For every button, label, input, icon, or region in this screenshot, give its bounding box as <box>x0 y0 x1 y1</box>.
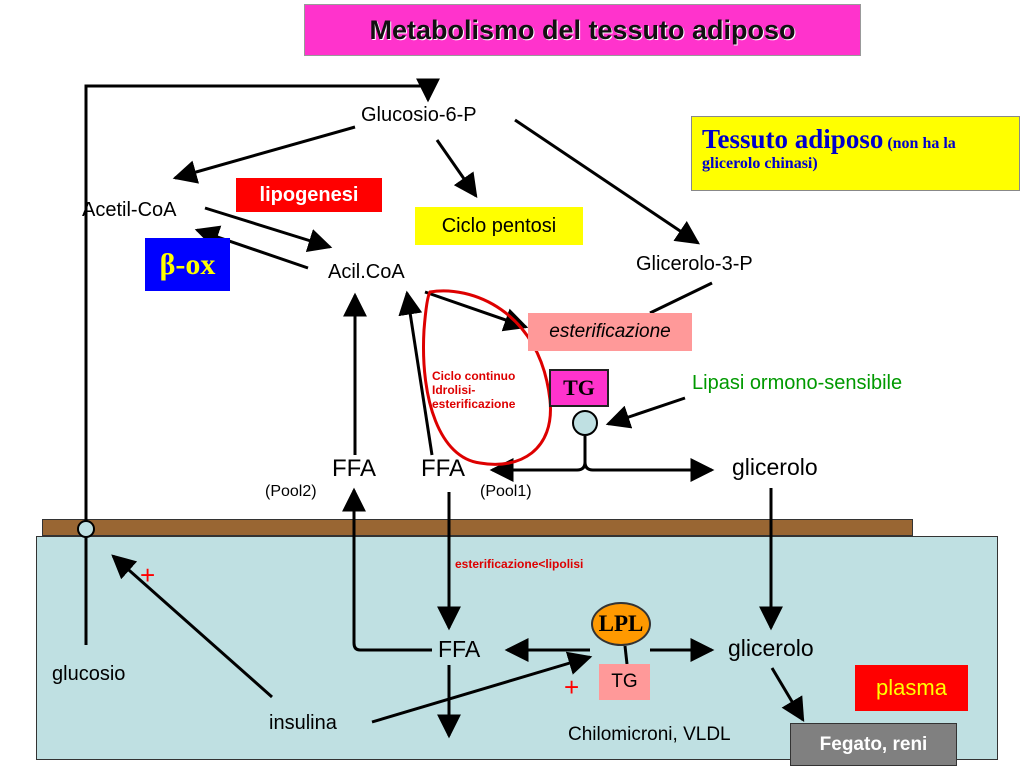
glucose-transporter-icon <box>77 520 95 538</box>
line-glicerolo3p-ester <box>649 281 713 315</box>
arrow-g6p-pentosi <box>435 139 478 198</box>
node-glicerolo-plasma: glicerolo <box>728 635 814 661</box>
arrow-glicerolo-fegato <box>770 667 805 723</box>
node-acetil-coa: Acetil-CoA <box>82 199 177 221</box>
node-acil-coa: Acil.CoA <box>328 261 405 283</box>
label-beta-ox: β-ox <box>145 238 230 291</box>
line-lpl-tg <box>623 645 629 665</box>
cell-membrane <box>42 519 913 536</box>
label-pool1: (Pool1) <box>480 483 532 500</box>
label-esterificazione-lt-lipolisi: esterificazione<lipolisi <box>455 557 584 571</box>
node-glicerolo-3-p: Glicerolo-3-P <box>636 253 753 275</box>
arrow-acetilcoa-acilcoa <box>204 206 333 253</box>
label-fegato-reni: Fegato, reni <box>790 723 957 766</box>
label-tg-plasma: TG <box>599 664 650 700</box>
label-lpl: LPL <box>591 602 651 646</box>
label-plasma: plasma <box>855 665 968 711</box>
arrow-insulina-lpl <box>371 651 593 724</box>
arrow-g6p-acetilcoa <box>172 125 356 184</box>
label-esterificazione: esterificazione <box>528 313 692 351</box>
cycle-loop <box>422 289 552 466</box>
node-ffa-pool2: FFA <box>332 455 377 482</box>
arrow-lipolysis-glicerolo <box>583 458 715 482</box>
node-ffa-pool1: FFA <box>421 455 466 482</box>
label-lipasi: Lipasi ormono-sensibile <box>692 372 903 394</box>
plus-insulina-glucose: + <box>140 560 156 590</box>
node-glucosio-6-p: Glucosio-6-P <box>361 104 477 126</box>
label-tg-cell: TG <box>549 369 609 407</box>
arrow-insulina-glucose <box>111 554 273 699</box>
glucose-uptake-arrow <box>84 78 440 645</box>
page-title: Metabolismo del tessuto adiposo <box>304 4 861 56</box>
arrow-betaox <box>194 225 309 270</box>
label-ciclo-continuo: Ciclo continuo Idrolisi- esterificazione <box>432 369 516 411</box>
node-insulina: insulina <box>269 712 337 734</box>
plus-insulina-lpl: + <box>564 672 580 702</box>
adipose-note-sub: (non ha la glicerolo chinasi) <box>702 135 956 172</box>
node-chilomicroni: Chilomicroni, VLDL <box>568 724 731 745</box>
arrow-g6p-glicerolo3p <box>514 118 700 245</box>
label-ciclo-pentosi: Ciclo pentosi <box>415 207 583 245</box>
lipase-site-icon <box>572 410 598 436</box>
adipose-note: Tessuto adiposo (non ha la glicerolo chi… <box>691 116 1020 191</box>
adipose-note-main: Tessuto adiposo <box>702 124 884 154</box>
node-ffa-plasma: FFA <box>438 636 481 662</box>
node-glicerolo-cell: glicerolo <box>732 454 818 480</box>
arrow-pool1-acilcoa <box>398 290 434 456</box>
node-glucosio: glucosio <box>52 663 126 685</box>
arrow-lipasi <box>605 396 686 429</box>
arrow-plasma-pool2 <box>342 487 432 652</box>
label-pool2: (Pool2) <box>265 483 317 500</box>
arrow-acilcoa-ester <box>424 290 529 332</box>
label-lipogenesi: lipogenesi <box>236 178 382 212</box>
